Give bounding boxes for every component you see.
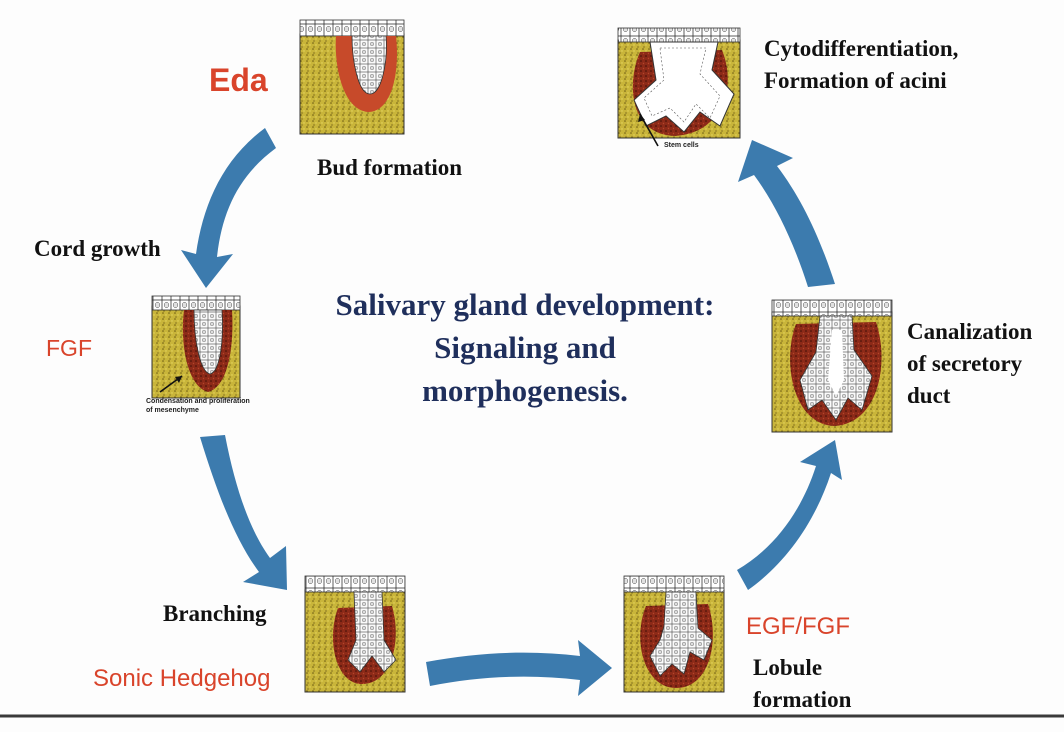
- tissue-cytodifferentiation: [617, 27, 741, 147]
- title-line-3: morphogenesis.: [422, 373, 628, 408]
- label-cord-growth: Cord growth: [34, 236, 161, 261]
- tissue-lobule-formation: [623, 575, 725, 693]
- arrow-bud-to-cord: [181, 128, 276, 288]
- signal-sonic-hedgehog: Sonic Hedgehog: [93, 665, 271, 692]
- signal-fgf: FGF: [46, 335, 92, 361]
- title-line-2: Signaling and: [434, 330, 616, 365]
- arrow-branching-to-lobule: [426, 640, 612, 696]
- arrow-cord-to-branching: [200, 435, 287, 590]
- label-cytodiff-line-1: Cytodifferentiation,: [764, 36, 959, 61]
- tissue-cord-growth: [151, 295, 241, 399]
- label-lobule-line-2: formation: [753, 687, 852, 712]
- label-branching: Branching: [163, 601, 267, 626]
- signal-egf-fgf: EGF/FGF: [746, 613, 850, 640]
- diagram-title: Salivary gland development: Signaling an…: [290, 283, 760, 412]
- tissue-canalization: [771, 299, 893, 433]
- arrow-lobule-to-canal: [737, 440, 842, 590]
- label-lobule-line-1: Lobule: [753, 655, 823, 680]
- title-line-1: Salivary gland development:: [335, 287, 715, 322]
- label-cytodiff-line-2: Formation of acini: [764, 68, 947, 93]
- annotation-condensation-line-1: Condensation and proliferation: [146, 398, 250, 405]
- annotation-condensation-line-2: of mesenchyme: [146, 407, 199, 414]
- label-canalization-line-3: duct: [907, 383, 951, 408]
- tissue-bud-formation: [299, 19, 405, 135]
- label-bud-formation: Bud formation: [317, 155, 463, 180]
- cycle-arrows: [181, 128, 842, 696]
- signal-eda: Eda: [209, 62, 268, 98]
- arrow-canal-to-cyto: [738, 140, 835, 287]
- annotation-stem-cells: Stem cells: [664, 142, 699, 149]
- tissue-branching: [304, 575, 406, 693]
- label-canalization-line-2: of secretory: [907, 351, 1023, 376]
- label-canalization-line-1: Canalization: [907, 319, 1033, 344]
